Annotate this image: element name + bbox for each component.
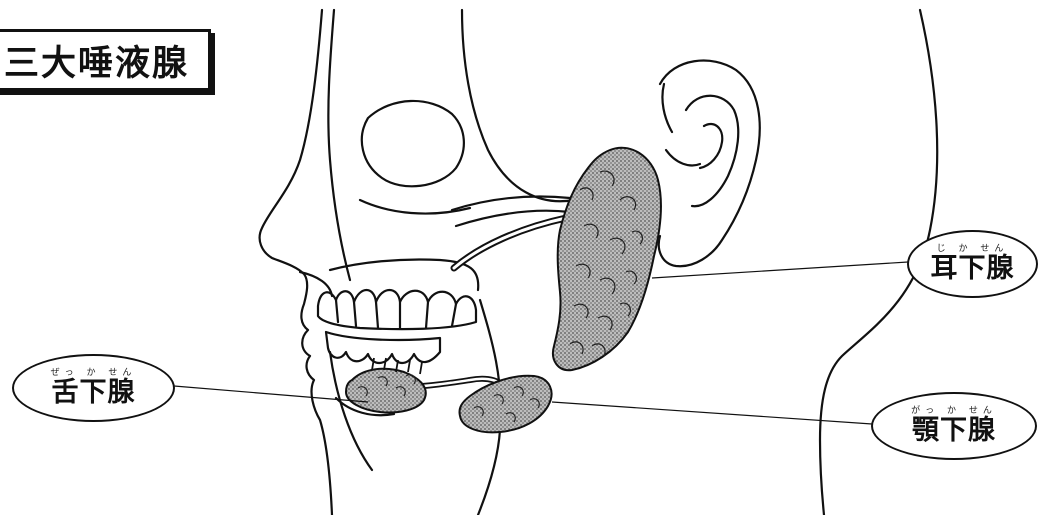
skull-contour: [462, 10, 574, 201]
sublingual-gland: [346, 369, 426, 413]
title: 三大唾液腺: [4, 35, 189, 86]
ear: [659, 61, 760, 267]
label-sublingual: ぜっ か せん 舌下腺: [12, 354, 175, 422]
skull-lower-orbit: [360, 200, 470, 214]
lower-teeth: [326, 332, 440, 363]
label-submandibular: がっ か せん 顎下腺: [871, 392, 1037, 460]
parotid-gland: [553, 148, 661, 370]
kanji-parotid: 耳下腺: [931, 254, 1015, 284]
submandibular-gland: [459, 376, 551, 433]
face-profile: [260, 10, 332, 515]
kanji-sublingual: 舌下腺: [52, 378, 136, 408]
parotid-duct: [454, 218, 566, 268]
leader-submandibular: [552, 402, 872, 424]
label-parotid: じ か せん 耳下腺: [907, 230, 1038, 298]
upper-teeth: [318, 290, 476, 329]
orbit: [362, 101, 464, 186]
skull-front: [328, 10, 350, 280]
kanji-submandibular: 顎下腺: [912, 416, 996, 446]
title-box: 三大唾液腺: [0, 29, 211, 91]
